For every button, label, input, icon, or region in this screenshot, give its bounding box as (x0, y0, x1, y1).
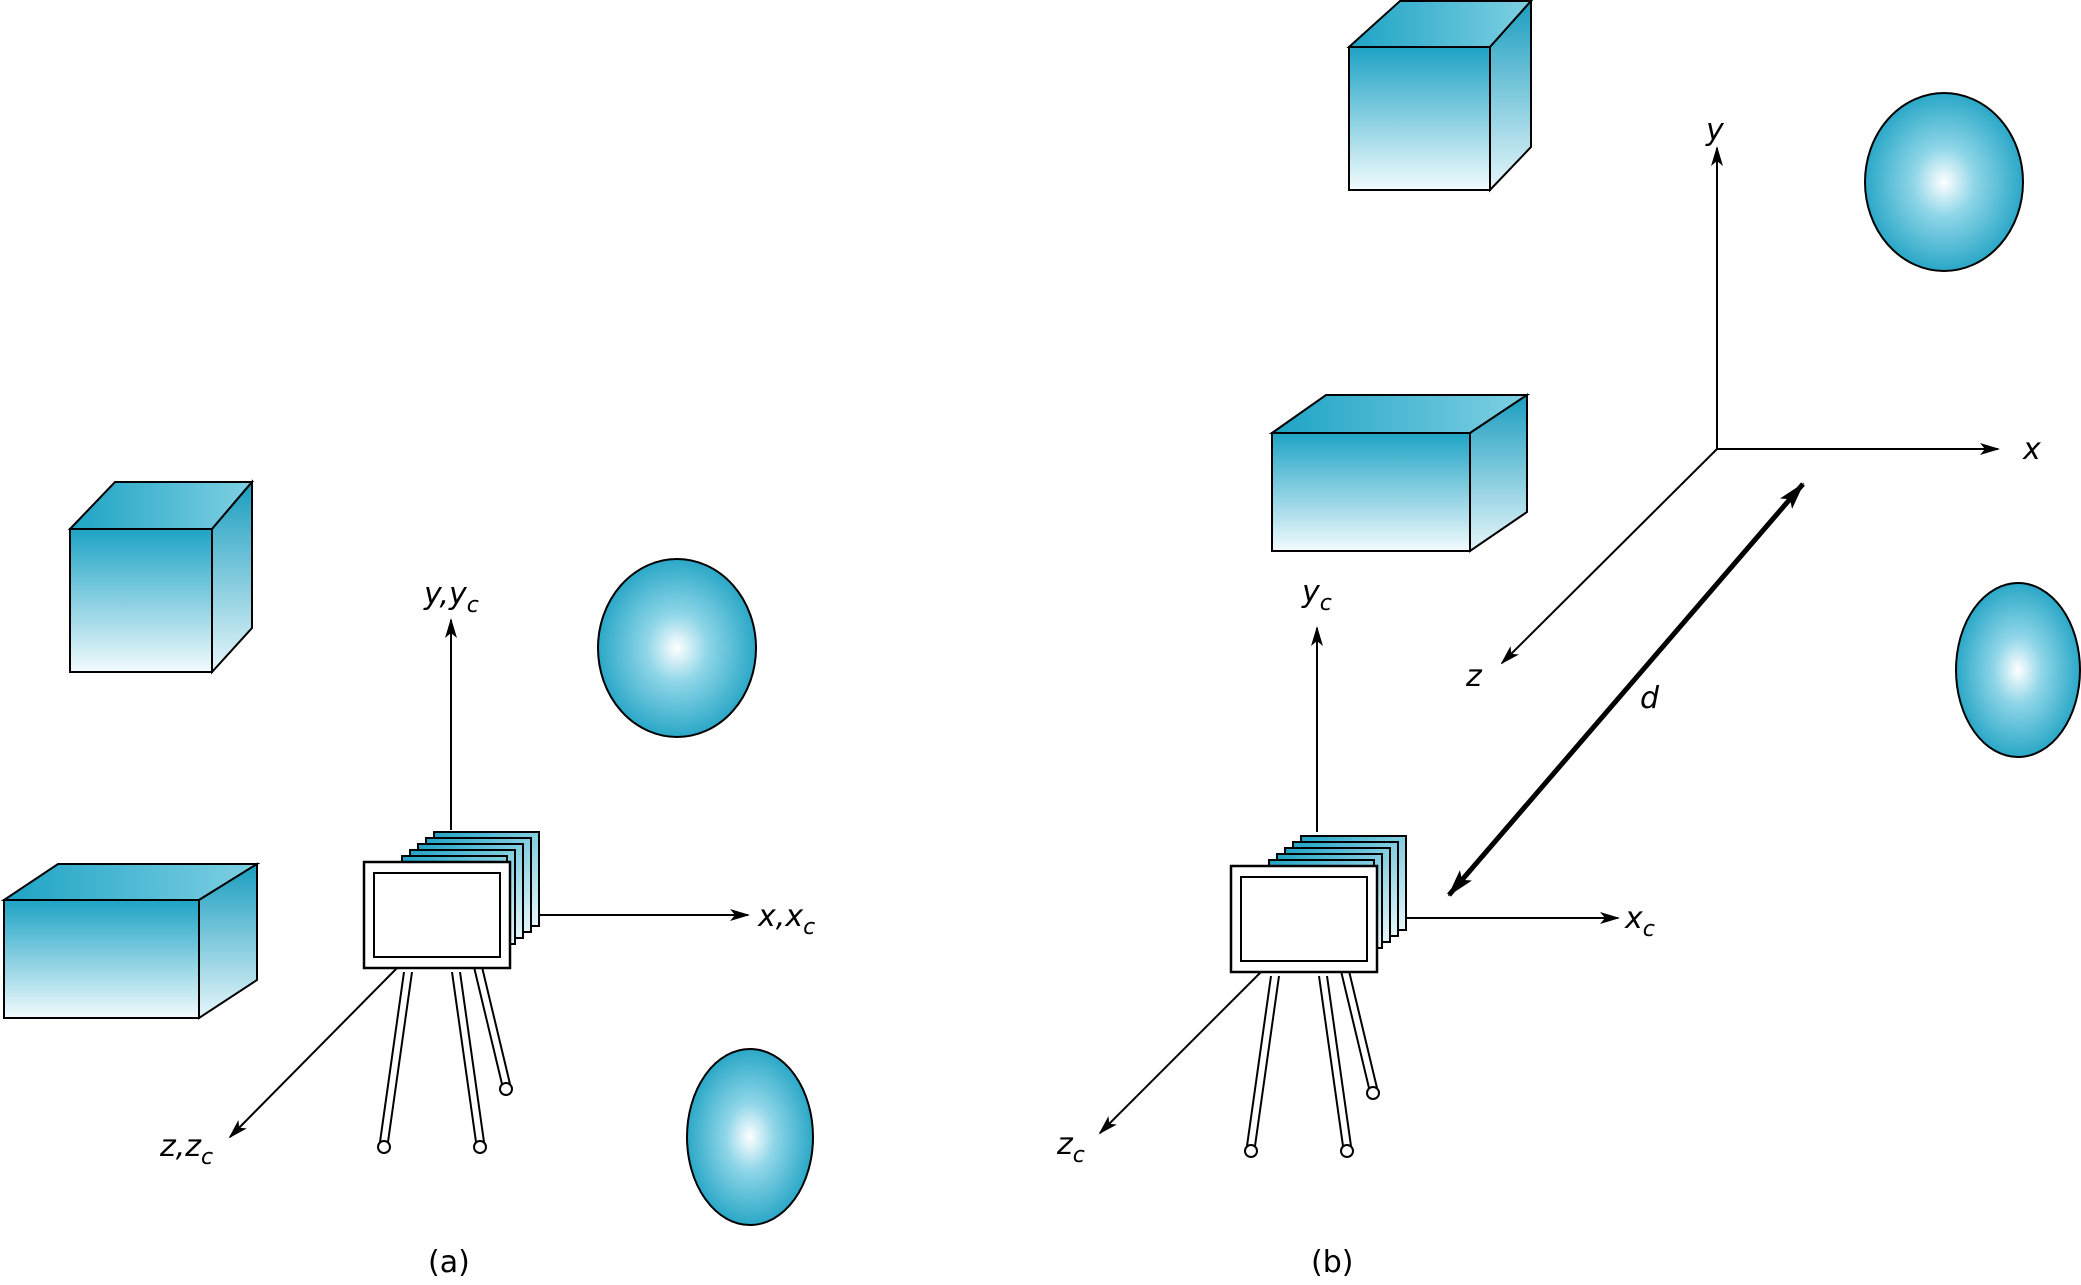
panel-b: y x z d yc xc zc (b) (1056, 0, 2081, 1280)
axis-label-world-y: y (1705, 113, 1725, 148)
cube-a-upper (67, 479, 255, 675)
box-b-middle (1268, 393, 1531, 553)
caption-a: (a) (428, 1245, 470, 1280)
box-a-lower (0, 862, 261, 1020)
axis-label-z-zc: z,zc (159, 1129, 213, 1170)
axis-label-zc: zc (1056, 1127, 1085, 1168)
camera-b (1229, 834, 1408, 1159)
axis-label-x-xc: x,xc (757, 899, 815, 940)
sphere-a-lower (686, 1048, 814, 1226)
axis-label-xc: xc (1624, 901, 1655, 942)
camera-a (362, 830, 541, 1155)
cube-b-upper (1346, 0, 1534, 193)
axis-label-world-x: x (2022, 432, 2041, 467)
axis-label-world-z: z (1465, 659, 1483, 694)
axes-a (228, 618, 750, 1139)
camera-axes-b (1098, 626, 1620, 1135)
sphere-b-lower (1955, 582, 2081, 758)
distance-label-d: d (1640, 681, 1660, 716)
distance-arrow-d (1447, 482, 1805, 897)
sphere-b-upper (1864, 92, 2024, 272)
caption-b: (b) (1311, 1245, 1353, 1280)
axis-label-yc: yc (1301, 575, 1332, 616)
axis-label-y-yc: y,yc (423, 577, 479, 618)
panel-a: y,yc x,xc z,zc (a) (0, 479, 815, 1280)
sphere-a-upper (597, 558, 757, 738)
